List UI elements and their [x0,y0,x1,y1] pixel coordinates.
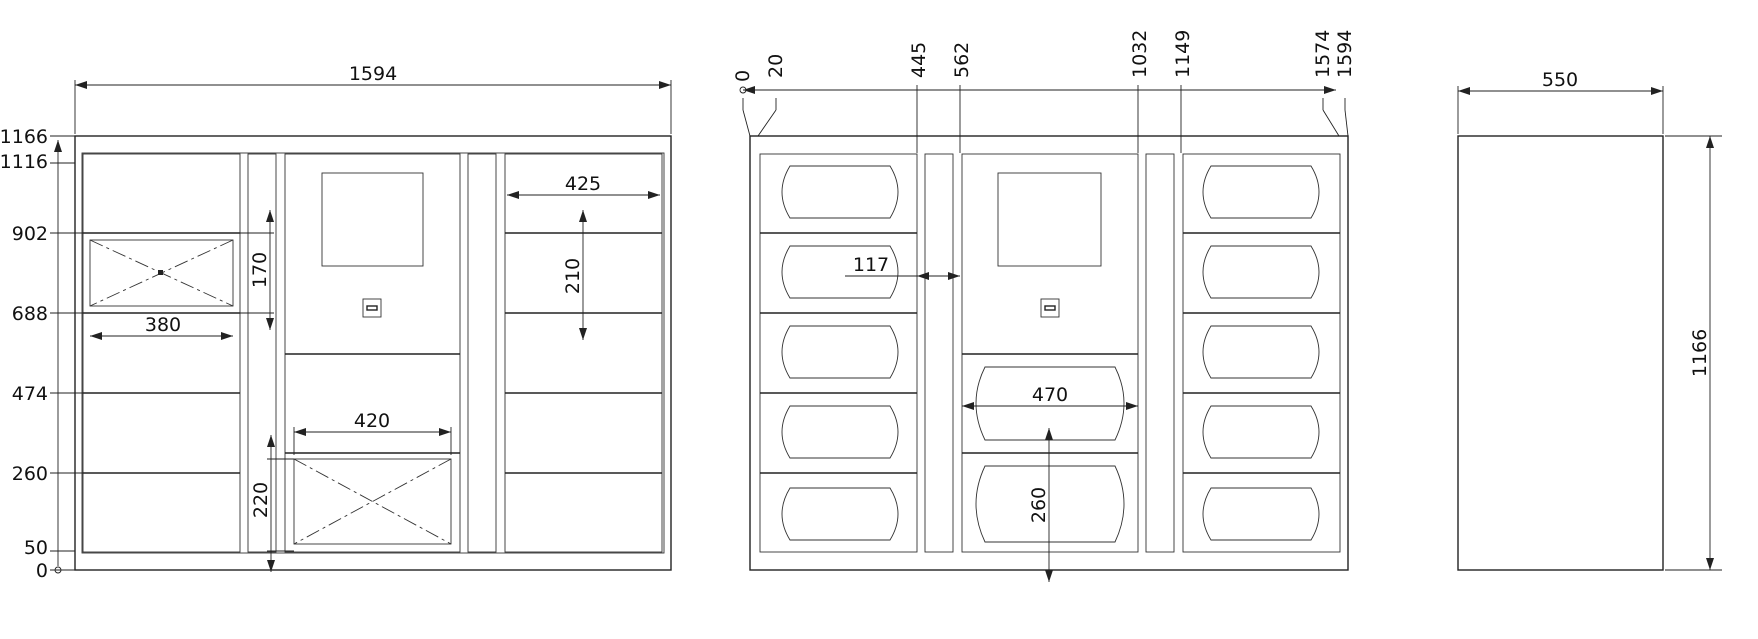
front-right-column [504,153,663,553]
front-left-column [82,153,241,553]
rear-width-mark-20: 20 [765,54,787,78]
front-height-mark-474: 474 [12,383,48,405]
center-door-width-dim: 420 [293,410,452,455]
rear-column-gap-dim: 117 [845,254,960,280]
side-depth-label: 550 [1542,69,1578,91]
front-height-mark-0: 0 [36,560,48,582]
rear-right-column [1182,153,1341,553]
rear-center-height-dim: 260 [1028,428,1053,582]
center-door-height-dim: 220 [250,435,294,572]
right-door-width-dim: 425 [507,173,660,199]
front-height-mark-688: 688 [12,303,48,325]
rear-screen [997,172,1102,267]
right-door-width-label: 425 [565,173,601,195]
front-outer-frame [74,135,672,571]
front-view: 1594 1166 1116 902 688 474 260 50 0 3 [0,63,672,582]
front-height-mark-1116: 1116 [0,151,48,173]
rear-center-column [961,153,1139,553]
front-screen [321,172,424,267]
rear-width-mark-1032: 1032 [1129,30,1151,78]
front-height-mark-50: 50 [24,537,48,559]
rear-keyhole [1040,298,1060,318]
front-height-scale: 1166 1116 902 688 474 260 50 0 [0,126,83,582]
center-door-height-label: 220 [250,482,272,518]
front-height-mark-902: 902 [12,223,48,245]
rear-width-mark-0: 0 [732,70,754,82]
rear-center-width-label: 470 [1032,384,1068,406]
side-height-dim: 1166 [1665,135,1722,571]
rear-left-column [759,153,918,553]
left-door-height-label: 170 [249,252,271,288]
front-keyhole [362,298,382,318]
left-door-width-dim: 380 [90,314,233,340]
rear-width-scale: 0 20 445 562 1032 1149 1574 1594 [732,30,1356,153]
right-door-height-dim: 210 [562,210,587,340]
rear-center-width-dim: 470 [962,384,1138,410]
front-inner-frame [81,152,665,554]
side-outer-frame [1457,135,1664,571]
front-separator-left [247,153,277,553]
left-open-bay [89,239,234,307]
front-overall-width-dim: 1594 [74,63,672,134]
left-door-width-label: 380 [145,314,181,336]
rear-view: 0 20 445 562 1032 1149 1574 1594 [732,30,1356,582]
front-height-mark-260: 260 [12,463,48,485]
rear-width-mark-1574: 1574 [1312,30,1334,78]
rear-separator-right [1145,153,1175,553]
center-open-bay [293,458,452,545]
right-door-height-label: 210 [562,258,584,294]
rear-width-mark-445: 445 [908,42,930,78]
rear-separator-left [924,153,954,553]
rear-width-mark-562: 562 [951,42,973,78]
center-door-width-label: 420 [354,410,390,432]
rear-center-height-label: 260 [1028,487,1050,523]
front-separator-right [467,153,497,553]
side-view: 550 1166 [1457,69,1722,571]
front-height-mark-1166: 1166 [0,126,48,148]
rear-width-mark-1594: 1594 [1334,30,1356,78]
rear-width-mark-1149: 1149 [1172,30,1194,78]
front-center-column [284,153,461,553]
side-depth-dim: 550 [1457,69,1664,134]
side-height-label: 1166 [1689,329,1711,377]
front-overall-width-label: 1594 [349,63,397,85]
rear-column-gap-label: 117 [853,254,889,276]
left-door-height-dim: 170 [236,210,274,330]
